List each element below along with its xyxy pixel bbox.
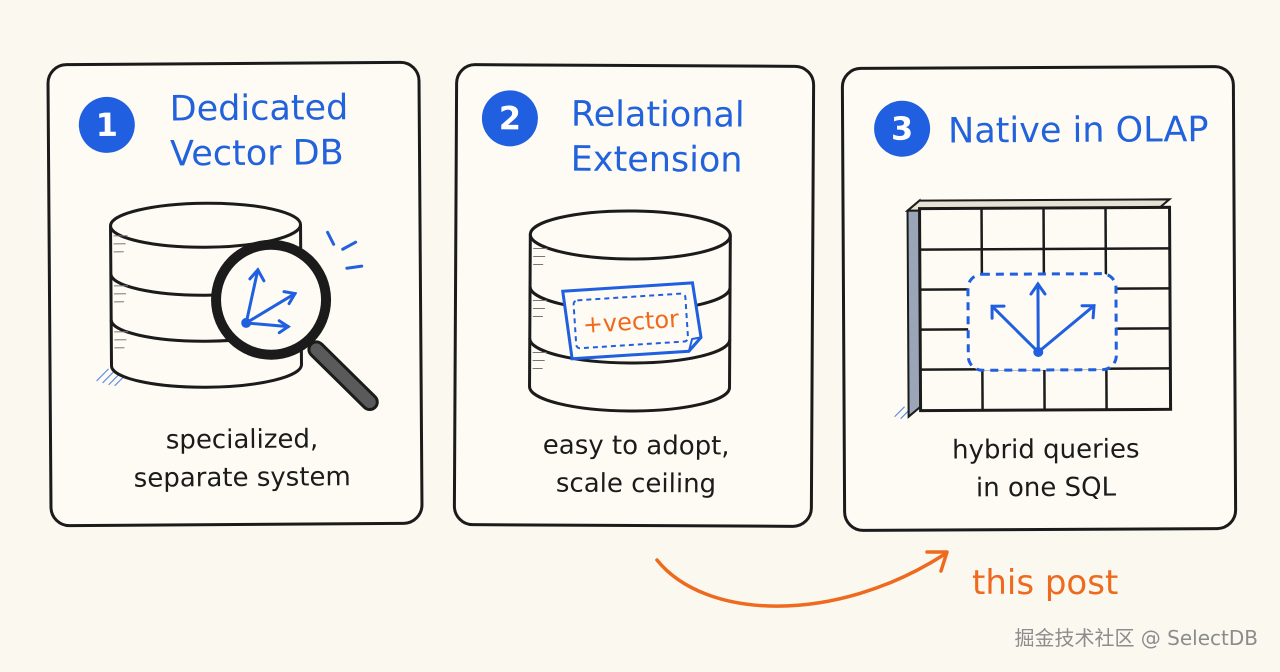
card-title-line: Vector DB <box>169 133 344 175</box>
card-title-line: Extension <box>570 139 743 181</box>
this-post-label: this post <box>972 563 1119 603</box>
card-title-line: Native in OLAP <box>948 110 1209 152</box>
columnar-table-with-vectors-icon <box>894 198 1173 420</box>
step-number-badge: 3 <box>873 100 931 157</box>
card-caption: easy to adopt, scale ceiling <box>506 426 766 503</box>
card-caption-line: specialized, <box>165 424 319 456</box>
database-with-vector-tag-icon: +vector <box>528 209 732 413</box>
card-native-in-olap: 3 Native in OLAP <box>840 64 1238 533</box>
card-title-line: Relational <box>570 94 745 136</box>
card-caption: specialized, separate system <box>112 420 373 498</box>
card-caption: hybrid queries in one SQL <box>906 430 1186 507</box>
card-title: Relational Extension <box>571 93 745 184</box>
card-caption-line: hybrid queries <box>951 434 1140 466</box>
card-caption-line: easy to adopt, <box>542 430 730 462</box>
card-title-line: Dedicated <box>169 88 349 130</box>
vector-tag-label: +vector <box>582 305 680 339</box>
curved-arrow-icon <box>655 550 949 608</box>
card-title: Native in OLAP <box>948 108 1209 154</box>
step-number-badge: 1 <box>78 96 136 154</box>
database-with-magnifier-icon <box>96 201 379 412</box>
card-relational-extension: 2 Relational Extension +vector easy to a… <box>452 63 816 528</box>
watermark: 掘金技术社区 @ SelectDB <box>1014 626 1258 650</box>
card-title: Dedicated Vector DB <box>170 86 349 177</box>
card-dedicated-vector-db: 1 Dedicated Vector DB <box>46 60 424 528</box>
card-caption-line: scale ceiling <box>555 468 717 500</box>
card-caption-line: in one SQL <box>975 472 1117 504</box>
step-number-badge: 2 <box>481 90 539 147</box>
card-caption-line: separate system <box>133 462 351 494</box>
